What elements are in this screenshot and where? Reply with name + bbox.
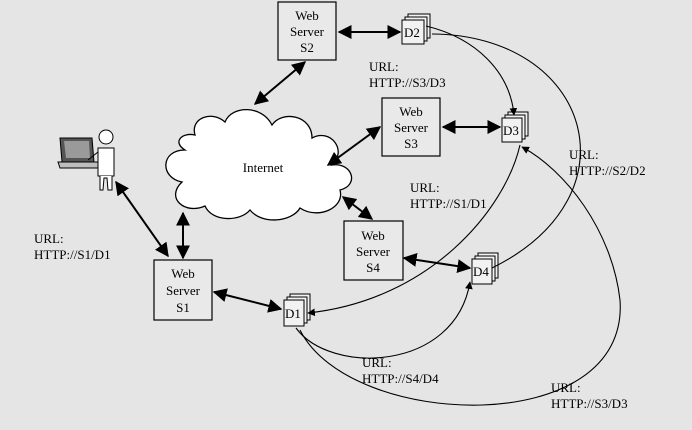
- server-s3-line2: Server: [394, 120, 429, 135]
- url-label-line2: HTTP://S1/D1: [34, 247, 111, 262]
- user-with-laptop-icon: [57, 129, 115, 191]
- server-s1-line2: Server: [166, 283, 201, 298]
- server-s4-line3: S4: [366, 260, 380, 275]
- server-s3-line1: Web: [399, 104, 423, 119]
- server-s2-line1: Web: [295, 8, 319, 23]
- url-label-s3-d3-bottom: URL: HTTP://S3/D3: [551, 380, 628, 411]
- document-d4: D4: [471, 252, 499, 285]
- url-label-line1: URL:: [362, 355, 392, 370]
- server-s2-line2: Server: [290, 24, 325, 39]
- link-d1-d4: [295, 281, 473, 359]
- server-s3: Web Server S3: [381, 97, 441, 157]
- document-d1-label: D1: [285, 306, 301, 321]
- arrow-user-s1: [115, 180, 169, 258]
- arrow-internet-s3: [326, 126, 382, 166]
- url-label-line1: URL:: [410, 180, 440, 195]
- url-label-s2-d2-right: URL: HTTP://S2/D2: [569, 147, 646, 178]
- document-d4-label: D4: [473, 264, 489, 279]
- arrow-s1-d1: [212, 288, 283, 313]
- server-s4: Web Server S4: [343, 220, 404, 281]
- server-s1-line1: Web: [171, 266, 195, 281]
- url-label-line1: URL:: [34, 231, 64, 246]
- document-d3: D3: [501, 111, 529, 143]
- url-label-s1-d1-mid: URL: HTTP://S1/D1: [410, 180, 487, 211]
- url-label-s3-d3-top: URL: HTTP://S3/D3: [369, 59, 446, 90]
- server-s4-line2: Server: [356, 244, 391, 259]
- url-label-line1: URL:: [369, 59, 399, 74]
- url-label-line1: URL:: [569, 147, 599, 162]
- document-d3-label: D3: [503, 123, 519, 138]
- document-d1: D1: [283, 293, 311, 327]
- cloud-label: Internet: [243, 160, 284, 175]
- url-label-line2: HTTP://S3/D3: [551, 396, 628, 411]
- document-d2-label: D2: [404, 25, 420, 40]
- url-label-line1: URL:: [551, 380, 581, 395]
- server-s1: Web Server S1: [153, 259, 213, 321]
- server-s4-line1: Web: [361, 228, 385, 243]
- arrow-internet-s4: [341, 196, 374, 220]
- arrow-internet-s2: [253, 61, 307, 105]
- server-s2-line3: S2: [300, 40, 314, 55]
- server-s1-line3: S1: [176, 300, 190, 315]
- server-s2: Web Server S2: [277, 1, 337, 61]
- url-label-line2: HTTP://S4/D4: [362, 371, 439, 386]
- link-d2-d4: [431, 33, 581, 269]
- document-d2: D2: [401, 13, 431, 45]
- server-s3-line3: S3: [404, 136, 418, 151]
- cloud-icon: [165, 109, 353, 221]
- link-d2-d3: [425, 25, 518, 116]
- url-label-line2: HTTP://S2/D2: [569, 163, 646, 178]
- url-label-s4-d4-bottom: URL: HTTP://S4/D4: [362, 355, 439, 386]
- url-label-line2: HTTP://S1/D1: [410, 196, 487, 211]
- link-d3-d1: [307, 144, 521, 317]
- link-d1-d3: [299, 146, 621, 406]
- url-label-s1-d1-user: URL: HTTP://S1/D1: [34, 231, 111, 262]
- url-label-line2: HTTP://S3/D3: [369, 75, 446, 90]
- internet-cloud: Internet: [165, 109, 353, 221]
